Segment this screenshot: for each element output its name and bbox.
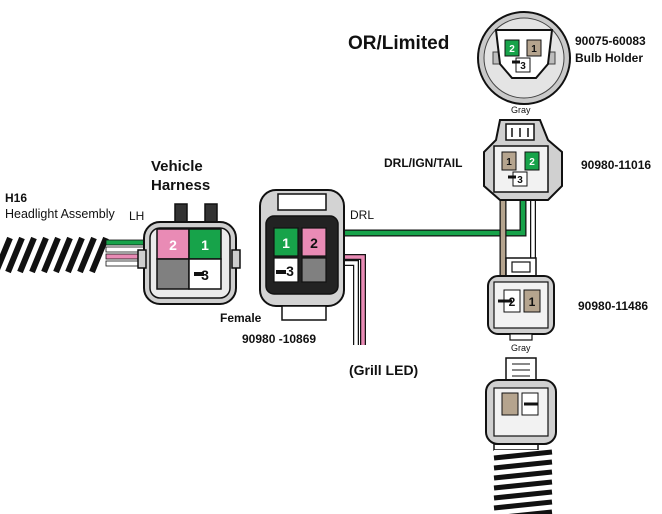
or-limited-heading: OR/Limited: [348, 33, 450, 54]
connector-11486: [487, 257, 555, 341]
pin-labels: 2 1 3 1 2 3 2 1 3 1 2 3 2 1: [169, 44, 537, 309]
pin-label: 1: [529, 295, 536, 309]
bulb-holder-part-number: 90075-60083: [575, 34, 646, 48]
drl-ign-tail-label: DRL/IGN/TAIL: [384, 156, 463, 170]
gray-label-bottom: Gray: [511, 343, 531, 353]
pin-label: 3: [286, 263, 294, 279]
vehicle-harness-connector: [137, 203, 241, 305]
female-label: Female: [220, 311, 262, 325]
pin-label: 2: [529, 157, 535, 168]
drl-wire: [338, 198, 527, 237]
vehicle-label: Vehicle: [151, 158, 203, 175]
pin-label: 2: [509, 295, 516, 309]
pin-label: 3: [517, 175, 523, 186]
grill-led-label: (Grill LED): [349, 362, 419, 378]
gray-label-top: Gray: [511, 105, 531, 115]
part-number-10869: 90980 -10869: [242, 332, 317, 346]
bottom-gray-connector: [485, 357, 557, 445]
lh-label: LH: [129, 209, 145, 223]
pin-label: 1: [201, 237, 209, 253]
pin-label: 1: [282, 235, 290, 251]
pin-label: 1: [531, 44, 537, 55]
pin-label: 1: [506, 157, 512, 168]
female-connector-10869: [259, 189, 345, 321]
bulb-holder-label: Bulb Holder: [575, 51, 643, 65]
h16-label: H16: [5, 191, 28, 205]
pin-label: 2: [509, 44, 515, 55]
pin-label: 2: [169, 237, 177, 253]
harness-label: Harness: [151, 177, 211, 194]
bottom-cable: [493, 443, 553, 514]
part-number-11486: 90980-11486: [578, 299, 649, 313]
headlight-harness-cable: [0, 236, 112, 274]
pin-label: 2: [310, 235, 318, 251]
drl-label: DRL: [350, 208, 375, 222]
bulb-holder-connector: [477, 11, 571, 105]
part-number-11016: 90980-11016: [581, 158, 652, 172]
pin-label: 3: [201, 267, 209, 283]
pin-label: 3: [520, 61, 526, 72]
connector-11016: [483, 119, 563, 201]
headlight-assembly-label: Headlight Assembly: [5, 207, 115, 221]
